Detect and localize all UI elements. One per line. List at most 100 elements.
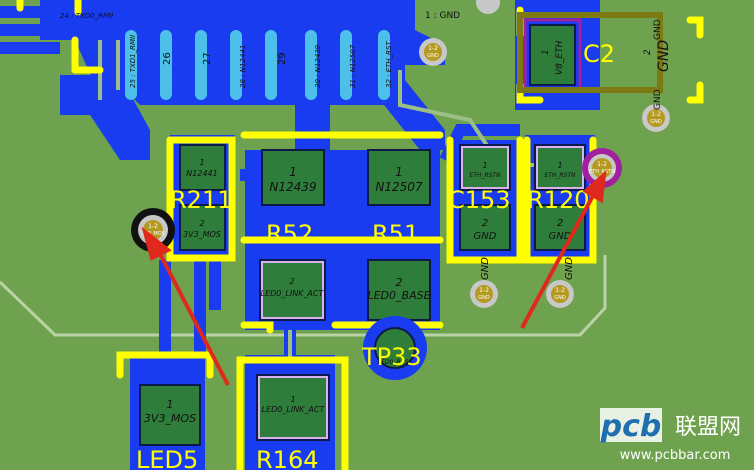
designators: R211 R52 R51 C153 R120 C2 LED5 R164 TP33: [136, 40, 615, 470]
pad-r120-1: [534, 144, 586, 191]
svg-text:2: 2: [557, 218, 563, 229]
svg-text:ETH_RSTN: ETH_RSTN: [544, 172, 576, 179]
pad-c153-1: [459, 144, 511, 191]
svg-text:ETH_RSTN: ETH_RSTN: [589, 169, 615, 175]
designator-tp33: TP33: [361, 343, 422, 371]
pin-numbers: 26 27 29: [162, 52, 288, 65]
watermark-cn: 联盟网: [675, 415, 741, 440]
pads: [139, 24, 685, 446]
svg-text:30 : N12439: 30 : N12439: [314, 44, 322, 88]
svg-text:1: 1: [541, 49, 551, 55]
svg-text:GND: GND: [656, 40, 672, 72]
svg-text:V8_ETH: V8_ETH: [555, 40, 565, 75]
svg-text:GND: GND: [650, 119, 662, 125]
svg-text:3V3_MOS: 3V3_MOS: [144, 412, 196, 425]
svg-text:1: 1: [482, 161, 487, 170]
svg-text:31 : N12507: 31 : N12507: [349, 44, 357, 88]
ic-pin-fingers: [125, 30, 390, 100]
pad-c153-2: [459, 204, 511, 251]
pad-r51-2: [367, 259, 431, 321]
svg-text:LED0_LINK_ACT: LED0_LINK_ACT: [261, 289, 325, 298]
pad-r52-1: [261, 149, 325, 206]
svg-text:GND: GND: [474, 231, 497, 242]
svg-text:26: 26: [162, 52, 173, 65]
pad-labels: 1 N12441 2 3V3_MOS 1 N12439 1 N12507 2 L…: [144, 158, 576, 425]
via[interactable]: 1-2 GND: [642, 104, 670, 132]
via[interactable]: 1-2 GND: [546, 280, 574, 308]
svg-text:GND: GND: [427, 53, 439, 59]
svg-text:GND: GND: [653, 89, 663, 110]
svg-text:24 : TXD0_RMII: 24 : TXD0_RMII: [60, 12, 113, 20]
svg-text:1-2: 1-2: [597, 161, 607, 168]
svg-text:1-2: 1-2: [651, 111, 661, 118]
gnd-vertical-labels: GND GND: [480, 257, 575, 280]
svg-text:1: 1: [199, 158, 204, 167]
watermark: pcb 联盟网 www.pcbbar.com: [600, 404, 750, 466]
designator-r211: R211: [170, 186, 232, 214]
svg-text:1: 1: [290, 395, 295, 404]
pad-led5-1: [139, 384, 201, 446]
svg-text:3V3_MOS: 3V3_MOS: [183, 230, 221, 239]
svg-text:N12439: N12439: [269, 180, 316, 194]
net-labels: 24 : TXD0_RMII 25 : TXD1_RMII 28 : N1244…: [60, 11, 663, 110]
svg-text:GND: GND: [480, 257, 491, 280]
svg-text:29: 29: [277, 52, 288, 65]
designator-r120: R120: [527, 186, 589, 214]
svg-text:GND: GND: [564, 257, 575, 280]
via[interactable]: 1-2 GND: [419, 38, 447, 66]
designator-r52: R52: [266, 220, 313, 248]
watermark-logo: pcb: [600, 409, 661, 444]
designator-r164: R164: [256, 446, 318, 470]
svg-text:2: 2: [199, 219, 204, 228]
svg-text:ETH_RSTN: ETH_RSTN: [469, 172, 501, 179]
designator-c153: C153: [448, 186, 511, 214]
svg-text:32 : ETH_RST: 32 : ETH_RST: [385, 41, 393, 88]
pad-r164-1: [256, 374, 330, 441]
svg-text:1: 1: [289, 165, 297, 179]
c2-olive-outline: [517, 12, 663, 93]
svg-text:1-2: 1-2: [555, 287, 565, 294]
svg-text:27: 27: [202, 52, 213, 65]
via[interactable]: [476, 0, 500, 14]
annotation-arrows: [141, 170, 607, 386]
board-outline: [0, 255, 607, 337]
svg-text:GND: GND: [549, 231, 572, 242]
svg-text:25 : TXD1_RMII: 25 : TXD1_RMII: [129, 35, 137, 88]
watermark-url: www.pcbbar.com: [620, 448, 731, 463]
pad-r211-2: [179, 204, 226, 251]
svg-text:N12441: N12441: [186, 169, 217, 178]
svg-text:1: 1: [557, 161, 562, 170]
svg-text:2: 2: [289, 277, 294, 286]
svg-text:LED0_LINK_ACT: LED0_LINK_ACT: [262, 405, 326, 414]
svg-text:LED0_BASE: LED0_BASE: [378, 359, 413, 366]
via[interactable]: 1-2 GND: [470, 280, 498, 308]
svg-text:3V3_MOS: 3V3_MOS: [141, 231, 165, 237]
pad-r51-1: [367, 149, 431, 206]
pad-r52-2: [259, 259, 326, 321]
svg-text:1-2: 1-2: [479, 287, 489, 294]
via[interactable]: 1-2 3V3_MOS: [131, 208, 175, 252]
svg-text:1-2: 1-2: [428, 45, 438, 52]
svg-text:GND: GND: [554, 295, 566, 301]
designator-led5: LED5: [136, 446, 198, 470]
svg-text:GND: GND: [478, 295, 490, 301]
svg-text:1: 1: [395, 165, 403, 179]
svg-text:N12507: N12507: [375, 180, 423, 194]
designator-c2: C2: [583, 40, 615, 68]
svg-text:1 : GND: 1 : GND: [425, 11, 460, 21]
pad-c2-1: [529, 24, 576, 86]
svg-text:2: 2: [482, 218, 488, 229]
svg-text:28 : N12441: 28 : N12441: [239, 45, 247, 88]
pad-r211-1: [179, 144, 226, 191]
c2-pad-labels: 1 V8_ETH 2 GND: [541, 40, 672, 75]
designator-r51: R51: [372, 220, 419, 248]
pad-c2-2: [625, 25, 685, 95]
svg-text:2: 2: [643, 49, 653, 55]
svg-text:1: 1: [167, 398, 174, 411]
svg-text:LED0_BASE: LED0_BASE: [367, 289, 430, 302]
svg-text:GND: GND: [653, 19, 663, 40]
svg-text:2: 2: [396, 276, 403, 289]
svg-text:1-2: 1-2: [148, 223, 158, 230]
via[interactable]: 1-2 ETH_RSTN: [582, 148, 622, 188]
